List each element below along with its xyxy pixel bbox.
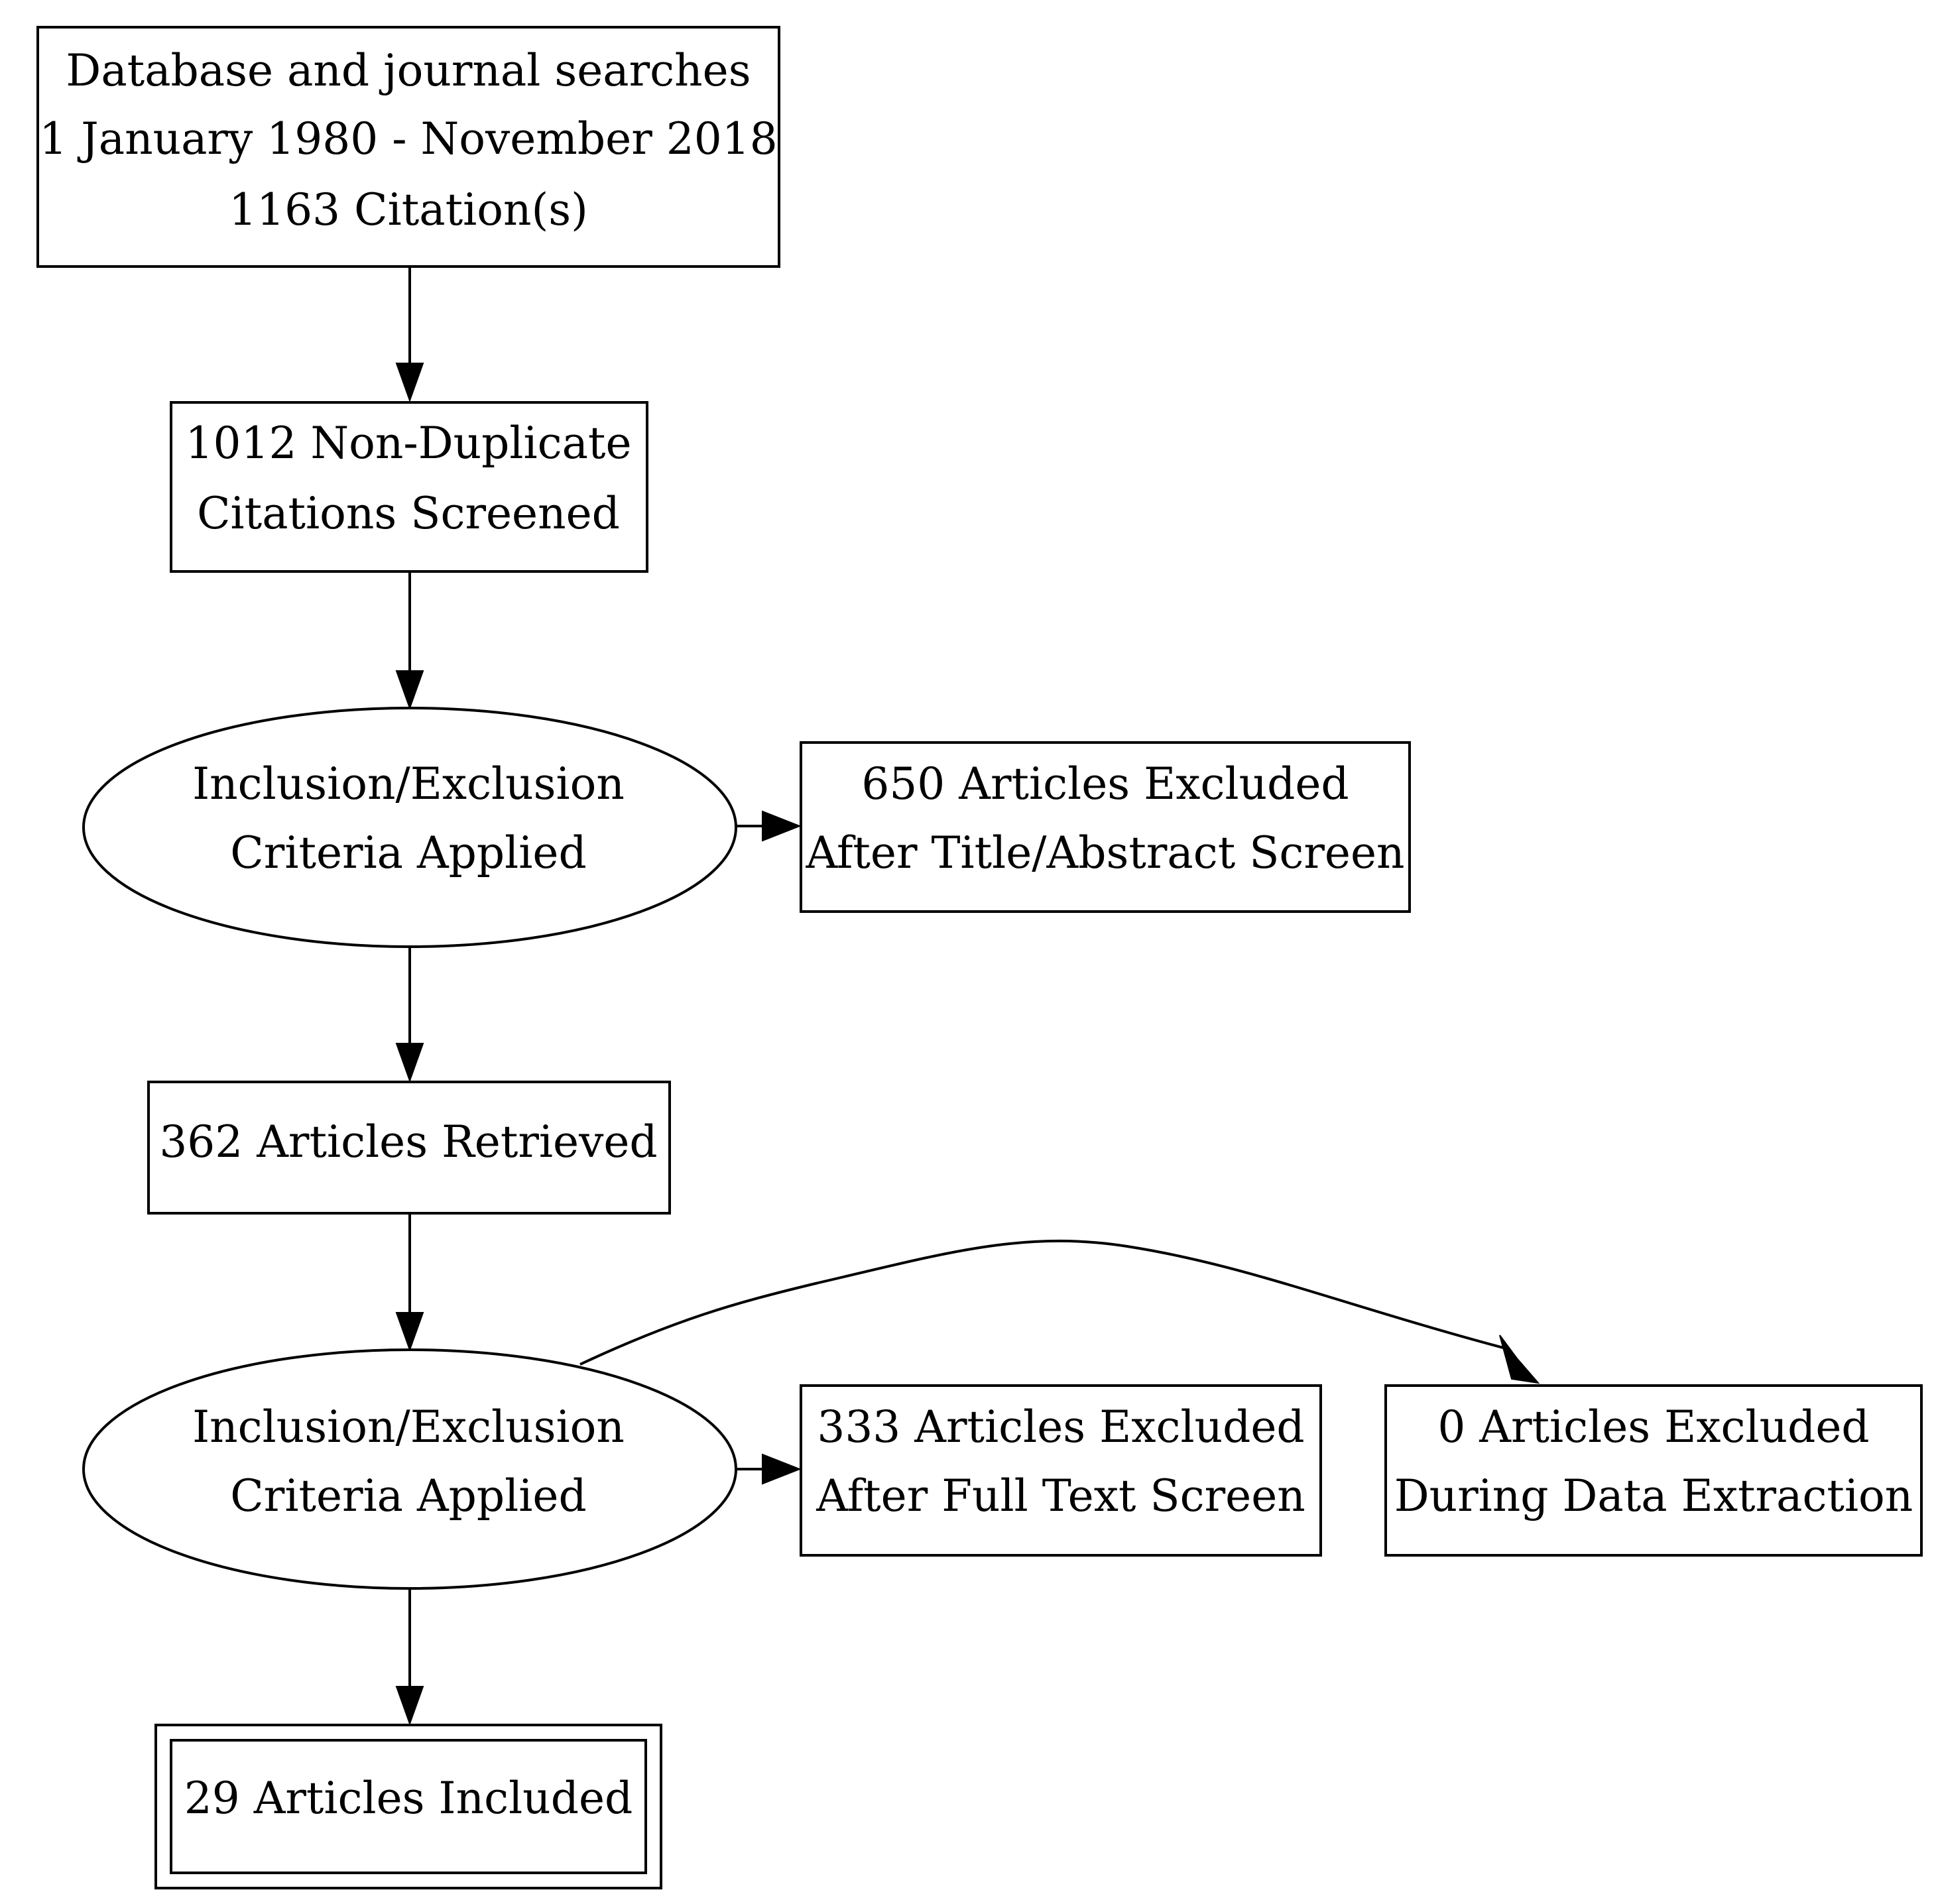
node-excluded-title-abstract: 650 Articles Excluded After Title/Abstra… — [800, 741, 1411, 913]
node-excluded-title-abstract-line-1: 650 Articles Excluded — [861, 758, 1349, 809]
node-database-search-line-1: Database and journal searches — [66, 45, 751, 96]
arrowhead-retrieved-to-criteria-2 — [395, 1312, 424, 1352]
node-non-duplicate-screened: 1012 Non-Duplicate Citations Screened — [170, 401, 648, 573]
arrowhead-criteria-2-to-included — [395, 1686, 424, 1726]
arrowhead-search-to-screened — [395, 363, 424, 402]
node-non-duplicate-screened-line-2: Citations Screened — [197, 488, 620, 539]
node-database-search: Database and journal searches 1 January … — [36, 26, 780, 268]
node-excluded-data-extraction: 0 Articles Excluded During Data Extracti… — [1384, 1384, 1923, 1557]
node-articles-included: 29 Articles Included — [154, 1724, 662, 1889]
edge-criteria-2-to-excluded-extraction — [579, 1239, 1509, 1366]
node-criteria-1-line-2: Criteria Applied — [230, 827, 586, 878]
node-excluded-data-extraction-line-1: 0 Articles Excluded — [1437, 1401, 1869, 1453]
node-criteria-1-line-1: Inclusion/Exclusion — [192, 758, 625, 809]
node-articles-retrieved: 362 Articles Retrieved — [147, 1081, 671, 1215]
arrowhead-criteria-2-to-excluded-fulltext — [762, 1453, 802, 1485]
arrowhead-screened-to-criteria-1 — [395, 670, 424, 710]
node-criteria-2-line-1: Inclusion/Exclusion — [192, 1401, 625, 1453]
node-inclusion-exclusion-criteria-2: Inclusion/Exclusion Criteria Applied — [82, 1348, 737, 1590]
arrowhead-criteria-1-to-excluded-title — [762, 810, 802, 842]
node-excluded-data-extraction-line-2: During Data Extraction — [1394, 1470, 1913, 1521]
node-excluded-title-abstract-line-2: After Title/Abstract Screen — [805, 827, 1404, 878]
node-articles-included-line-1: 29 Articles Included — [184, 1773, 633, 1824]
node-criteria-2-line-2: Criteria Applied — [230, 1470, 586, 1521]
node-database-search-line-3: 1163 Citation(s) — [229, 184, 588, 235]
node-inclusion-exclusion-criteria-1: Inclusion/Exclusion Criteria Applied — [82, 707, 737, 948]
node-excluded-full-text-line-2: After Full Text Screen — [816, 1470, 1305, 1521]
node-database-search-line-2: 1 January 1980 - November 2018 — [39, 113, 777, 164]
node-non-duplicate-screened-line-1: 1012 Non-Duplicate — [185, 418, 631, 469]
arrowhead-criteria-1-to-retrieved — [395, 1043, 424, 1083]
edges — [395, 267, 1540, 1726]
node-excluded-full-text: 333 Articles Excluded After Full Text Sc… — [800, 1384, 1322, 1557]
node-articles-retrieved-line-1: 362 Articles Retrieved — [159, 1116, 657, 1167]
node-excluded-full-text-line-1: 333 Articles Excluded — [817, 1401, 1304, 1453]
arrowhead-criteria-2-to-excluded-extraction — [1499, 1335, 1540, 1384]
